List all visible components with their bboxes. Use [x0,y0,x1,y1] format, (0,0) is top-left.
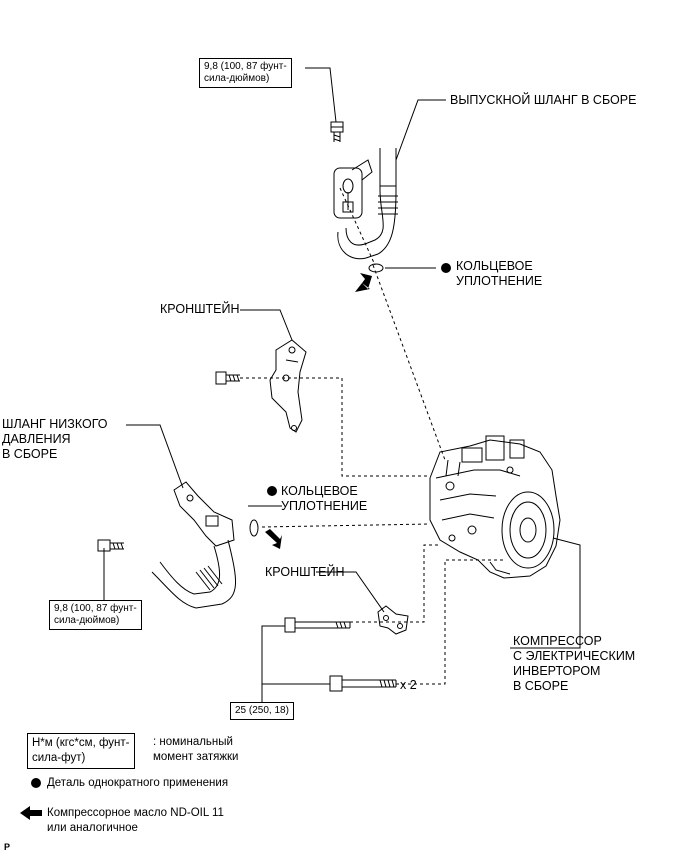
label-o-ring-top-line1: КОЛЬЦЕВОЕ [456,259,533,273]
legend-torque-desc-line2: момент затяжки [153,751,239,763]
label-low-pressure-hose: ШЛАНГ НИЗКОГО ДАВЛЕНИЯ В СБОРЕ [2,417,107,462]
legend-bullet-icon [31,778,41,788]
torque-box-left-line2: сила-дюймов) [54,615,120,626]
legend-torque-desc-line1: : номинальный [153,736,233,748]
label-compressor-line2: С ЭЛЕКТРИЧЕСКИМ [513,649,636,663]
label-low-hose-line1: ШЛАНГ НИЗКОГО [2,417,108,431]
bolt-long-upper [284,617,351,633]
label-o-ring-mid-line2: УПЛОТНЕНИЕ [281,499,368,513]
nonreusable-bullet-top [441,263,451,273]
label-o-ring-mid-line1: КОЛЬЦЕВОЕ [281,484,358,498]
o-ring-middle [249,519,259,537]
legend-torque-box: Н*м (кгс*см, фунт- сила-фут) [27,733,135,769]
torque-box-bottom: 25 (250, 18) [230,702,294,720]
torque-box-left-line1: 9,8 (100, 87 фунт- [54,603,137,614]
torque-box-top-line2: сила-дюймов) [204,73,270,84]
label-o-ring-top-line2: УПЛОТНЕНИЕ [456,274,543,288]
legend-oil-line2: или аналогичное [47,822,138,834]
label-low-hose-line2: ДАВЛЕНИЯ [2,432,71,446]
bolt-left [97,539,124,552]
label-compressor-line4: В СБОРЕ [513,679,569,693]
leader-lines [103,67,581,704]
oil-arrow-middle [265,529,282,549]
torque-box-left: 9,8 (100, 87 фунт- сила-дюймов) [49,600,142,630]
o-ring-top [368,263,384,273]
torque-box-bottom-value: 25 (250, 18) [235,705,289,716]
nonreusable-bullet-middle [267,486,277,496]
torque-box-top: 9,8 (100, 87 фунт- сила-дюймов) [199,58,292,88]
label-bolt-count: x 2 [400,678,417,692]
bracket-top-drawing [269,339,307,433]
discharge-hose-drawing [333,148,398,260]
compressor-drawing [429,435,561,579]
legend-torque-box-line1: Н*м (кгс*см, фунт- [32,737,130,749]
torque-box-top-line1: 9,8 (100, 87 фунт- [204,61,287,72]
legend-torque-description: : номинальный момент затяжки [153,735,238,765]
label-low-hose-line3: В СБОРЕ [2,447,58,461]
label-discharge-hose: ВЫПУСКНОЙ ШЛАНГ В СБОРЕ [450,93,637,107]
low-pressure-hose-drawing [151,481,237,609]
legend-torque-box-line2: сила-фут) [32,752,86,764]
label-compressor-line1: КОМПРЕССОР [513,634,602,648]
corner-mark: P [4,842,11,852]
legend-oil-text: Компрессорное масло ND-OIL 11 или аналог… [47,806,224,836]
label-o-ring-top: КОЛЬЦЕВОЕ УПЛОТНЕНИЕ [456,259,542,289]
label-compressor-line3: ИНВЕРТОРОМ [513,664,601,678]
assembly-dashed-lines [240,187,505,685]
label-compressor: КОМПРЕССОР С ЭЛЕКТРИЧЕСКИМ ИНВЕРТОРОМ В … [513,634,635,694]
label-bracket-bottom: КРОНШТЕЙН [265,565,345,579]
label-bracket-top: КРОНШТЕЙН [160,302,240,316]
legend-oil-line1: Компрессорное масло ND-OIL 11 [47,807,224,819]
bracket-bottom-drawing [377,605,409,635]
oil-arrow-legend-icon [20,806,42,820]
oil-arrow-top [355,273,372,292]
legend-nonreusable-text: Деталь однократного применения [47,777,229,789]
label-o-ring-middle: КОЛЬЦЕВОЕ УПЛОТНЕНИЕ [281,484,367,514]
bolt-long-lower [329,675,397,692]
bolt-top [330,121,344,142]
bolt-bracket-top [215,371,240,385]
